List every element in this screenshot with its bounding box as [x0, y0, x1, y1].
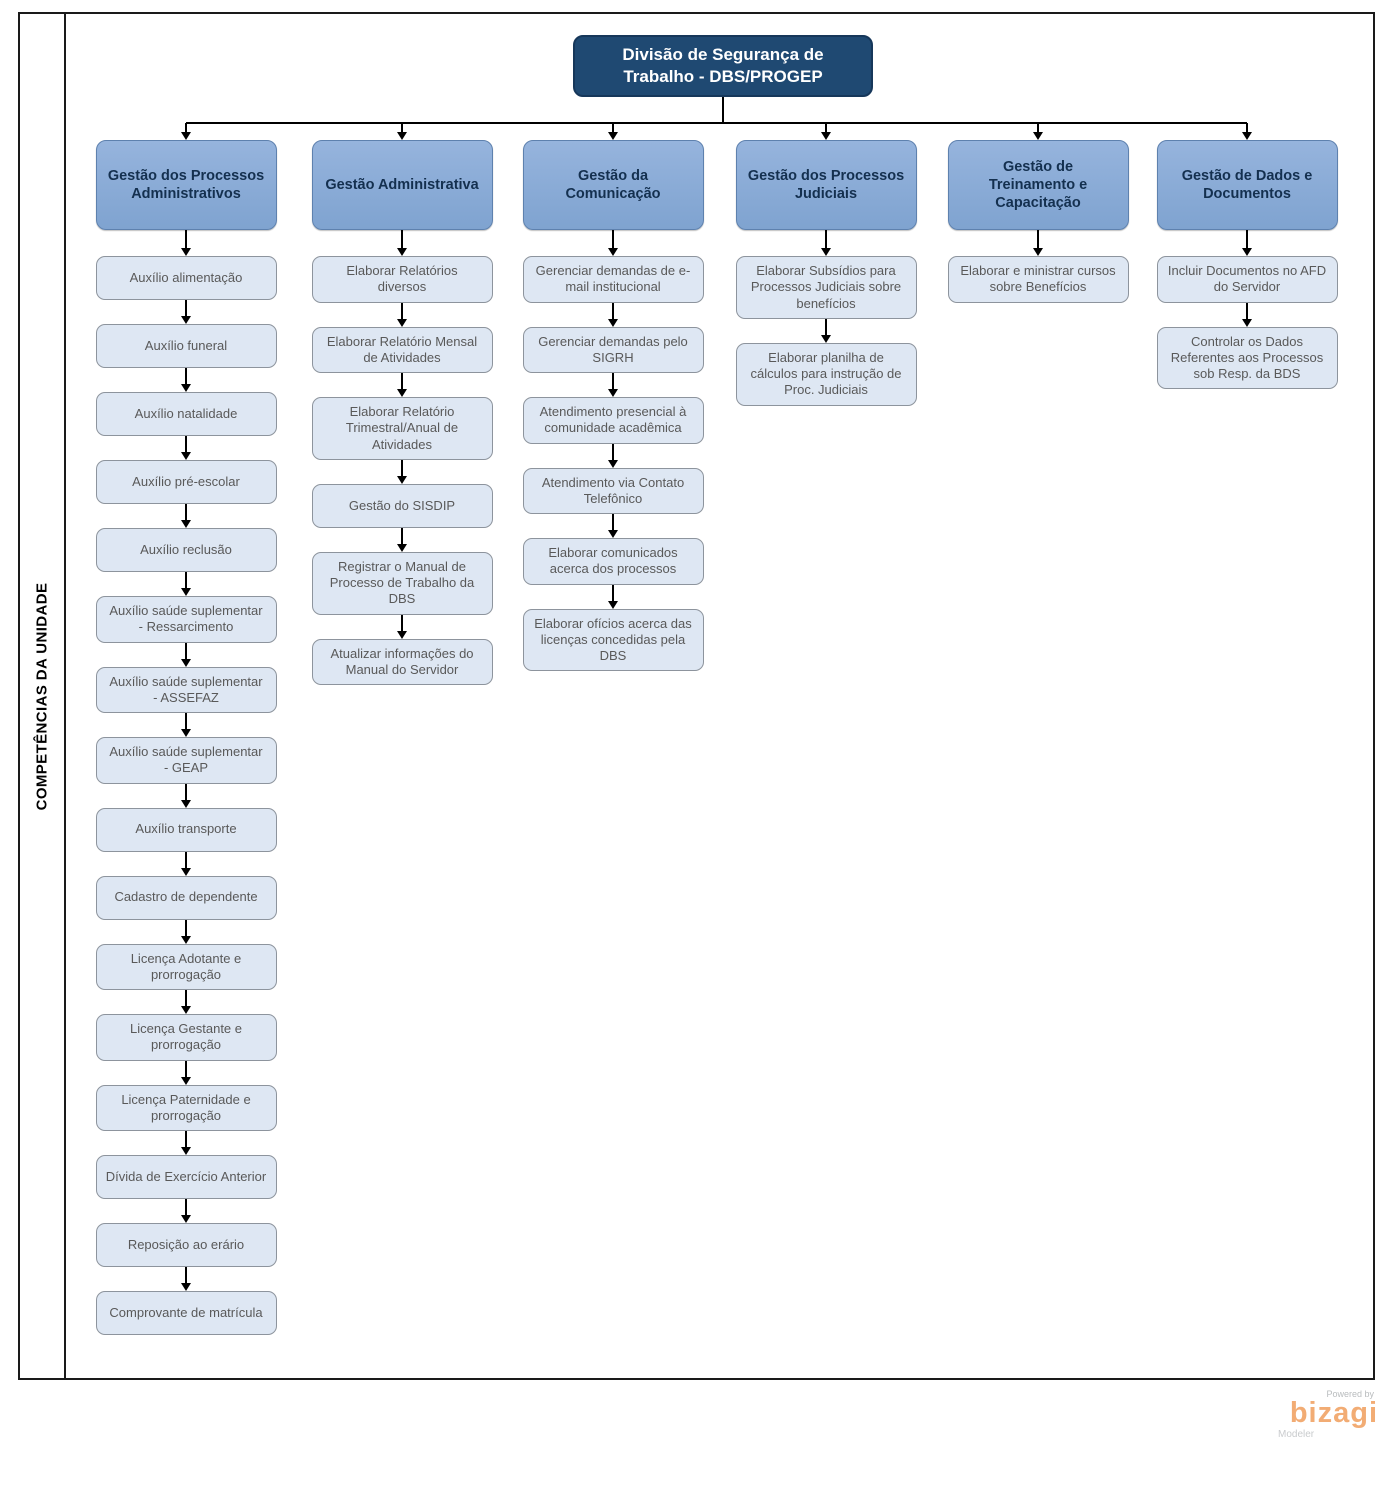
connector-drop-arrow-icon	[181, 123, 192, 140]
flow-arrow-icon	[397, 373, 407, 397]
flow-arrow-icon	[181, 1131, 191, 1155]
flow-arrow-icon	[821, 318, 831, 343]
flow-arrow-icon	[181, 368, 191, 392]
task-node: Licença Adotante e prorrogação	[95, 943, 277, 990]
task-node: Gestão do SISDIP	[311, 483, 493, 528]
task-node: Dívida de Exercício Anterior	[95, 1155, 277, 1199]
flow-arrow-icon	[181, 1060, 191, 1085]
root-node: Divisão de Segurança de Trabalho - DBS/P…	[573, 35, 873, 97]
task-node: Licença Gestante e prorrogação	[95, 1014, 277, 1061]
task-node: Elaborar Subsídios para Processos Judici…	[735, 256, 917, 319]
task-node: Atualizar informações do Manual do Servi…	[311, 638, 493, 685]
task-node: Licença Paternidade e prorrogação	[95, 1084, 277, 1131]
category-header: Gestão dos Processos Judiciais	[735, 140, 917, 230]
task-node: Elaborar ofícios acerca das licenças con…	[522, 608, 704, 672]
connector-drop-arrow-icon	[397, 123, 408, 140]
bizagi-logo: Powered by bizagi Modeler	[1278, 1389, 1378, 1440]
task-node: Atendimento presencial à comunidade acad…	[522, 397, 704, 444]
flow-arrow-icon	[181, 783, 191, 808]
task-node: Elaborar comunicados acerca dos processo…	[522, 538, 704, 585]
connector-drop-arrow-icon	[821, 123, 832, 140]
task-node: Incluir Documentos no AFD do Servidor	[1156, 256, 1338, 303]
flow-arrow-icon	[181, 713, 191, 737]
task-node: Gerenciar demandas pelo SIGRH	[522, 326, 704, 373]
flow-arrow-icon	[1242, 230, 1252, 256]
connector-stem	[722, 97, 724, 123]
task-node: Auxílio alimentação	[95, 256, 277, 300]
flow-arrow-icon	[608, 230, 618, 256]
task-node: Gerenciar demandas de e-mail institucion…	[522, 256, 704, 303]
category-header: Gestão de Treinamento e Capacitação	[947, 140, 1129, 230]
flow-arrow-icon	[181, 504, 191, 528]
flow-arrow-icon	[181, 300, 191, 324]
bizagi-wordmark: bizagi	[1289, 1397, 1378, 1429]
task-node: Elaborar planilha de cálculos para instr…	[735, 342, 917, 406]
task-node: Elaborar Relatório Mensal de Atividades	[311, 326, 493, 373]
task-node: Auxílio funeral	[95, 324, 277, 368]
flow-arrow-icon	[181, 1199, 191, 1223]
task-node: Cadastro de dependente	[95, 875, 277, 920]
pool-lane: COMPETÊNCIAS DA UNIDADE	[20, 14, 66, 1378]
powered-by-text: Powered by	[1326, 1389, 1374, 1399]
task-node: Auxílio natalidade	[95, 392, 277, 436]
task-node: Comprovante de matrícula	[95, 1291, 277, 1335]
flow-arrow-icon	[397, 527, 407, 552]
flow-arrow-icon	[181, 851, 191, 876]
flow-arrow-icon	[608, 514, 618, 538]
task-node: Elaborar Relatórios diversos	[311, 256, 493, 303]
task-node: Auxílio reclusão	[95, 528, 277, 572]
lane-title: COMPETÊNCIAS DA UNIDADE	[33, 582, 51, 810]
flow-arrow-icon	[181, 990, 191, 1014]
task-node: Elaborar e ministrar cursos sobre Benefí…	[947, 256, 1129, 303]
flow-arrow-icon	[1033, 230, 1043, 256]
flow-arrow-icon	[608, 584, 618, 609]
flow-arrow-icon	[1242, 302, 1252, 327]
task-node: Auxílio pré-escolar	[95, 460, 277, 504]
flow-arrow-icon	[608, 443, 618, 468]
flow-arrow-icon	[821, 230, 831, 256]
task-node: Auxílio saúde suplementar - Ressarciment…	[95, 596, 277, 643]
flow-arrow-icon	[397, 614, 407, 639]
category-header: Gestão dos Processos Administrativos	[95, 140, 277, 230]
flow-arrow-icon	[181, 572, 191, 596]
category-header: Gestão Administrativa	[311, 140, 493, 230]
flow-arrow-icon	[397, 459, 407, 484]
flow-arrow-icon	[181, 436, 191, 460]
connector-drop-arrow-icon	[1033, 123, 1044, 140]
task-node: Registrar o Manual de Processo de Trabal…	[311, 551, 493, 615]
flow-arrow-icon	[397, 302, 407, 327]
task-node: Elaborar Relatório Trimestral/Anual de A…	[311, 397, 493, 460]
flow-arrow-icon	[608, 373, 618, 397]
task-node: Atendimento via Contato Telefônico	[522, 467, 704, 514]
flow-arrow-icon	[181, 1267, 191, 1291]
modeler-text: Modeler	[1278, 1429, 1315, 1440]
flow-arrow-icon	[397, 230, 407, 256]
task-node: Auxílio saúde suplementar - ASSEFAZ	[95, 666, 277, 713]
connector-drop-arrow-icon	[608, 123, 619, 140]
connector-bus	[186, 122, 1247, 124]
flow-arrow-icon	[181, 642, 191, 667]
connector-drop-arrow-icon	[1242, 123, 1253, 140]
task-node: Reposição ao erário	[95, 1223, 277, 1267]
task-node: Controlar os Dados Referentes aos Proces…	[1156, 326, 1338, 390]
task-node: Auxílio saúde suplementar - GEAP	[95, 737, 277, 784]
flow-arrow-icon	[608, 302, 618, 327]
flow-arrow-icon	[181, 919, 191, 944]
category-header: Gestão de Dados e Documentos	[1156, 140, 1338, 230]
task-node: Auxílio transporte	[95, 807, 277, 852]
category-header: Gestão da Comunicação	[522, 140, 704, 230]
flow-arrow-icon	[181, 230, 191, 256]
